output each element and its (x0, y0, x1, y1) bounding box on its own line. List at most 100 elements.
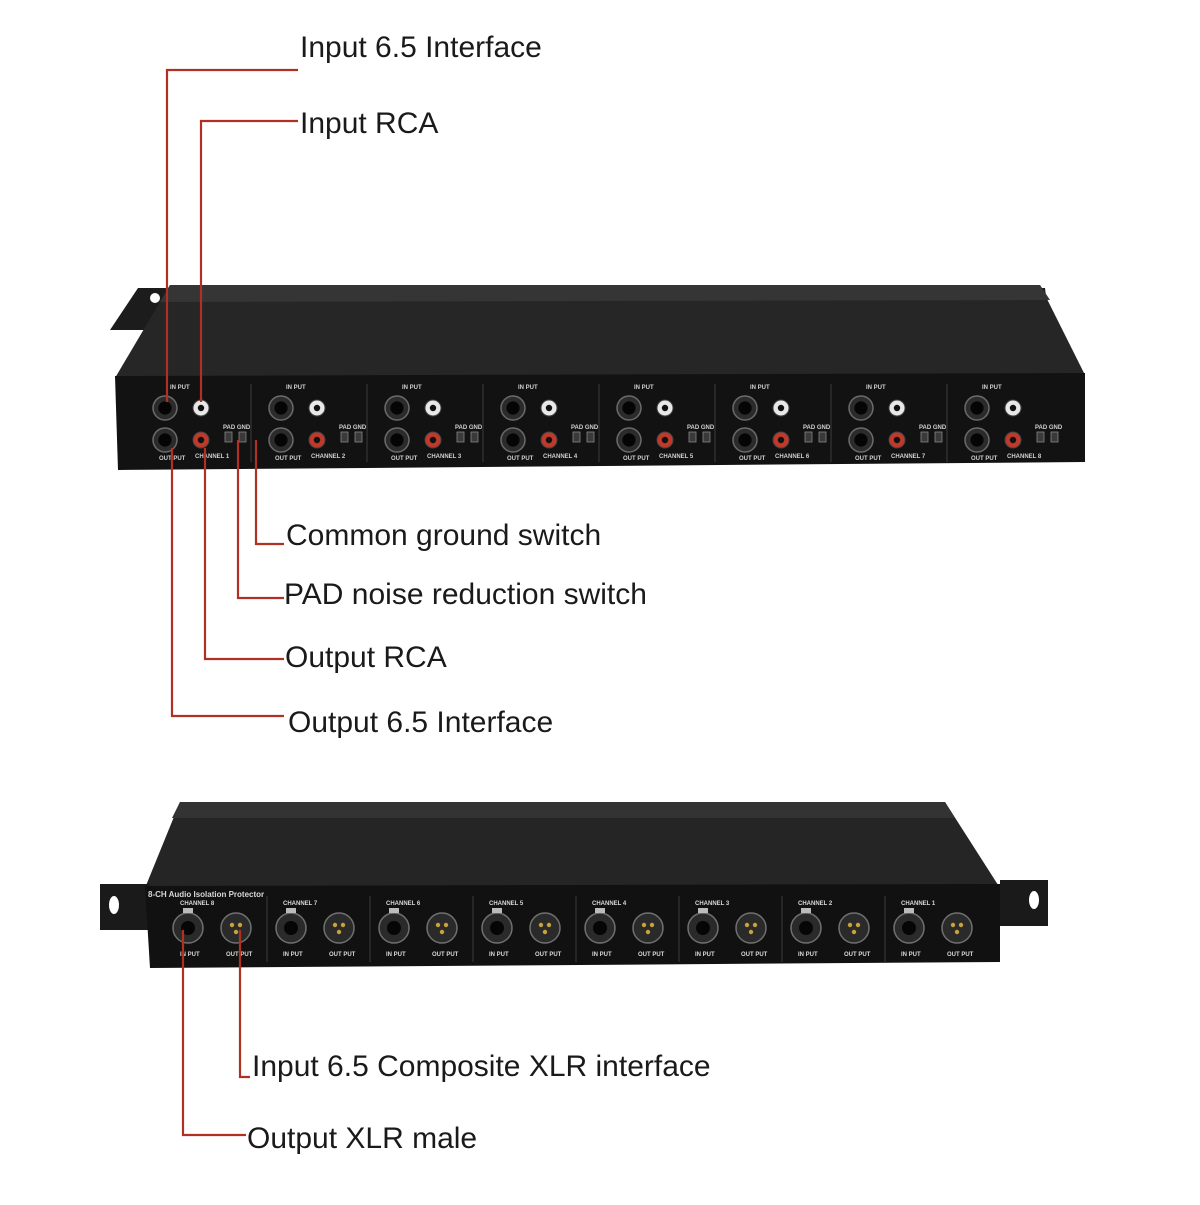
label-pad-noise-reduction-switch: PAD noise reduction switch (284, 578, 647, 611)
output-65-jack-socket (274, 433, 288, 447)
bottom-input-label: IN PUT (592, 952, 612, 958)
output-rca-jack-pin (545, 436, 553, 444)
top-input-label: IN PUT (170, 385, 190, 391)
top-input-label: IN PUT (286, 385, 306, 391)
top-channel-label: CHANNEL 6 (775, 454, 810, 460)
top-input-label: IN PUT (866, 385, 886, 391)
pad-gnd-label: PAD GND (339, 425, 367, 431)
input-rca-jack-pin (429, 404, 437, 412)
label-input-65-interface: Input 6.5 Interface (300, 31, 542, 64)
top-output-label: OUT PUT (507, 456, 534, 462)
output-rca-jack-pin (661, 436, 669, 444)
xlr-pin (744, 922, 750, 928)
pad-gnd-label: PAD GND (571, 425, 599, 431)
combo-xlr-socket (284, 921, 298, 935)
top-channel-label: CHANNEL 5 (659, 454, 694, 460)
bottom-input-label: IN PUT (901, 952, 921, 958)
input-65-jack-socket (738, 401, 752, 415)
xlr-pin (233, 929, 239, 935)
bottom-output-label: OUT PUT (741, 952, 768, 958)
xlr-pin (954, 929, 960, 935)
gnd-switch (354, 431, 363, 443)
input-65-jack-socket (274, 401, 288, 415)
bottom-input-label: IN PUT (798, 952, 818, 958)
gnd-switch (586, 431, 595, 443)
unit-title: 8-CH Audio Isolation Protector (148, 890, 264, 899)
input-rca-jack-pin (545, 404, 553, 412)
label-output-65-interface: Output 6.5 Interface (288, 706, 554, 739)
top-channel-2: IN PUT OUT PUT PAD GND CHANNEL 2 (250, 384, 367, 462)
leader-output-xlr-male (181, 930, 246, 1137)
bottom-input-label: IN PUT (180, 952, 200, 958)
bottom-output-label: OUT PUT (432, 952, 459, 958)
gnd-switch (238, 431, 247, 443)
top-output-label: OUT PUT (275, 456, 302, 462)
combo-xlr-latch (389, 908, 399, 913)
pad-gnd-label: PAD GND (455, 425, 483, 431)
output-65-jack-socket (622, 433, 636, 447)
combo-xlr-socket (490, 921, 504, 935)
label-input-composite-xlr: Input 6.5 Composite XLR interface (252, 1050, 711, 1083)
xlr-pin (752, 922, 758, 928)
bottom-left-ear-hole (109, 896, 119, 914)
top-channel-label: CHANNEL 7 (891, 454, 926, 460)
bottom-left-rack-ear (100, 884, 150, 930)
combo-xlr-latch (904, 908, 914, 913)
input-65-jack-socket (158, 401, 172, 415)
top-channel-label: CHANNEL 2 (311, 454, 346, 460)
output-rca-jack-pin (893, 436, 901, 444)
top-unit-rear-panel (115, 373, 1085, 470)
xlr-male-output (941, 912, 973, 944)
xlr-pin (950, 922, 956, 928)
input-rca-jack-pin (777, 404, 785, 412)
combo-xlr-socket (902, 921, 916, 935)
input-65-jack-socket (390, 401, 404, 415)
xlr-pin (435, 922, 441, 928)
output-rca-jack-pin (429, 436, 437, 444)
output-rca-jack-pin (197, 436, 205, 444)
input-65-jack-socket (506, 401, 520, 415)
leader-input-combo-xlr (238, 930, 250, 1079)
xlr-pin (546, 922, 552, 928)
bottom-output-label: OUT PUT (638, 952, 665, 958)
output-rca-jack-pin (777, 436, 785, 444)
gnd-switch (702, 431, 711, 443)
top-output-label: OUT PUT (971, 456, 998, 462)
top-channel-label: CHANNEL 8 (1007, 454, 1042, 460)
input-rca-jack-pin (197, 404, 205, 412)
output-65-jack-socket (970, 433, 984, 447)
top-unit-lid (115, 285, 1085, 378)
xlr-pin (542, 929, 548, 935)
bottom-channel-label: CHANNEL 2 (798, 901, 833, 907)
bottom-input-label: IN PUT (695, 952, 715, 958)
bottom-right-rack-ear (1000, 880, 1048, 926)
input-rca-jack-pin (1009, 404, 1017, 412)
bottom-right-ear-hole (1029, 891, 1039, 909)
top-left-ear-hole (150, 293, 160, 303)
bottom-unit-front-panel (145, 884, 1000, 968)
combo-xlr-socket (696, 921, 710, 935)
top-input-label: IN PUT (402, 385, 422, 391)
combo-xlr-latch (698, 908, 708, 913)
combo-xlr-socket (799, 921, 813, 935)
bottom-output-label: OUT PUT (329, 952, 356, 958)
bottom-input-label: IN PUT (489, 952, 509, 958)
pad-switch (340, 431, 349, 443)
combo-xlr-latch (595, 908, 605, 913)
combo-xlr-latch (183, 908, 193, 913)
output-65-jack-socket (854, 433, 868, 447)
xlr-pin (237, 922, 243, 928)
label-output-rca: Output RCA (285, 641, 447, 674)
pad-gnd-label: PAD GND (223, 425, 251, 431)
gnd-switch (1050, 431, 1059, 443)
combo-xlr-latch (492, 908, 502, 913)
xlr-pin (336, 929, 342, 935)
